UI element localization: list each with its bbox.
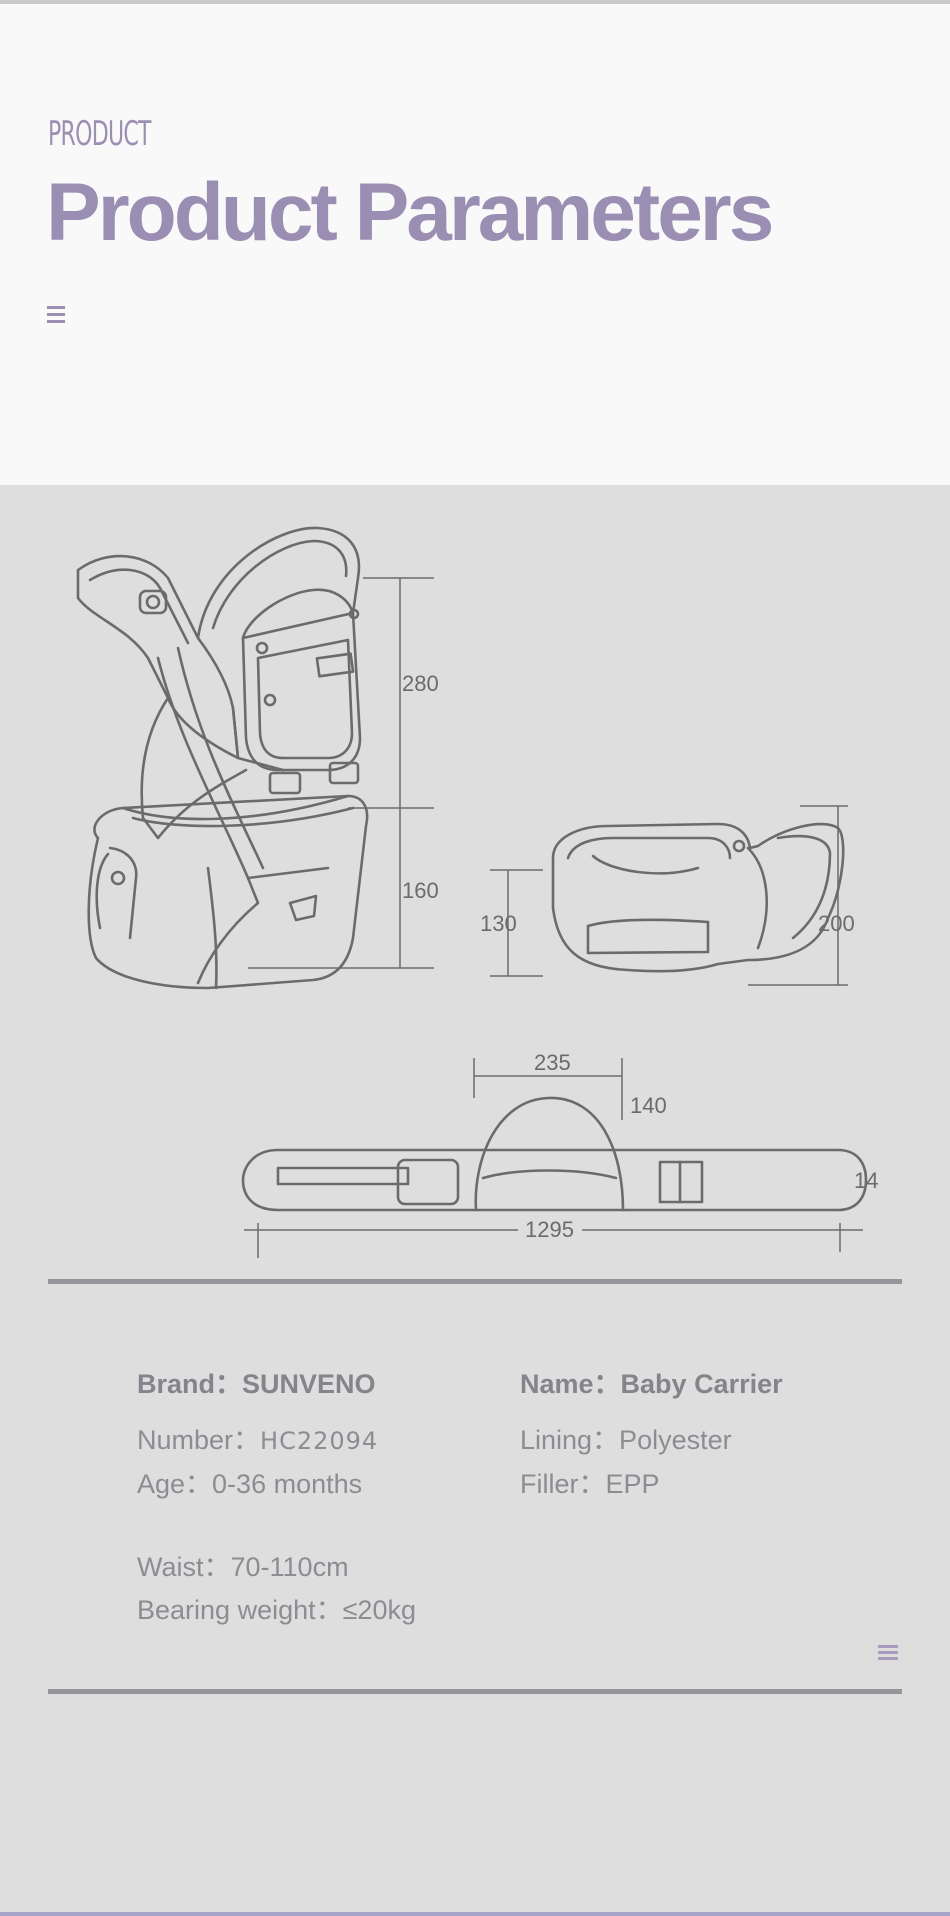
top-border [0, 0, 950, 4]
dimension-label-14: 14 [854, 1168, 878, 1193]
bottom-border [0, 1912, 950, 1916]
spec-number: Number：HC22094 [137, 1418, 378, 1457]
spec-waist: Waist：70-110cm [137, 1552, 349, 1582]
dimension-label-130: 130 [480, 911, 517, 936]
divider-top [48, 1279, 902, 1284]
spec-name: Name：Baby Carrier [520, 1369, 783, 1399]
spec-lining: Lining：Polyester [520, 1425, 732, 1455]
page-title: Product Parameters [46, 167, 774, 258]
dimension-label-280: 280 [402, 671, 439, 696]
hip-seat-drawing [551, 822, 845, 973]
list-icon [878, 1645, 898, 1665]
product-dimension-diagram: 280 160 130 200 235 [76, 526, 878, 1258]
dimension-label-1295: 1295 [525, 1217, 574, 1242]
header-section: PRODUCT Product Parameters [0, 4, 950, 485]
spec-age: Age：0-36 months [137, 1469, 363, 1499]
divider-bottom [48, 1689, 902, 1694]
dimension-label-160: 160 [402, 878, 439, 903]
spec-bearing-weight: Bearing weight：≤20kg [137, 1595, 416, 1625]
dimension-label-235: 235 [534, 1050, 571, 1075]
dimension-label-140: 140 [630, 1093, 667, 1118]
menu-icon[interactable] [47, 306, 65, 324]
dimension-label-200: 200 [818, 911, 855, 936]
spec-filler: Filler：EPP [520, 1469, 660, 1499]
spec-number-value: HC22094 [260, 1427, 379, 1455]
section-eyebrow: PRODUCT [48, 114, 152, 154]
spec-number-label: Number： [137, 1425, 261, 1455]
waist-belt-drawing [241, 1148, 868, 1212]
spec-brand: Brand：SUNVENO [137, 1369, 376, 1399]
